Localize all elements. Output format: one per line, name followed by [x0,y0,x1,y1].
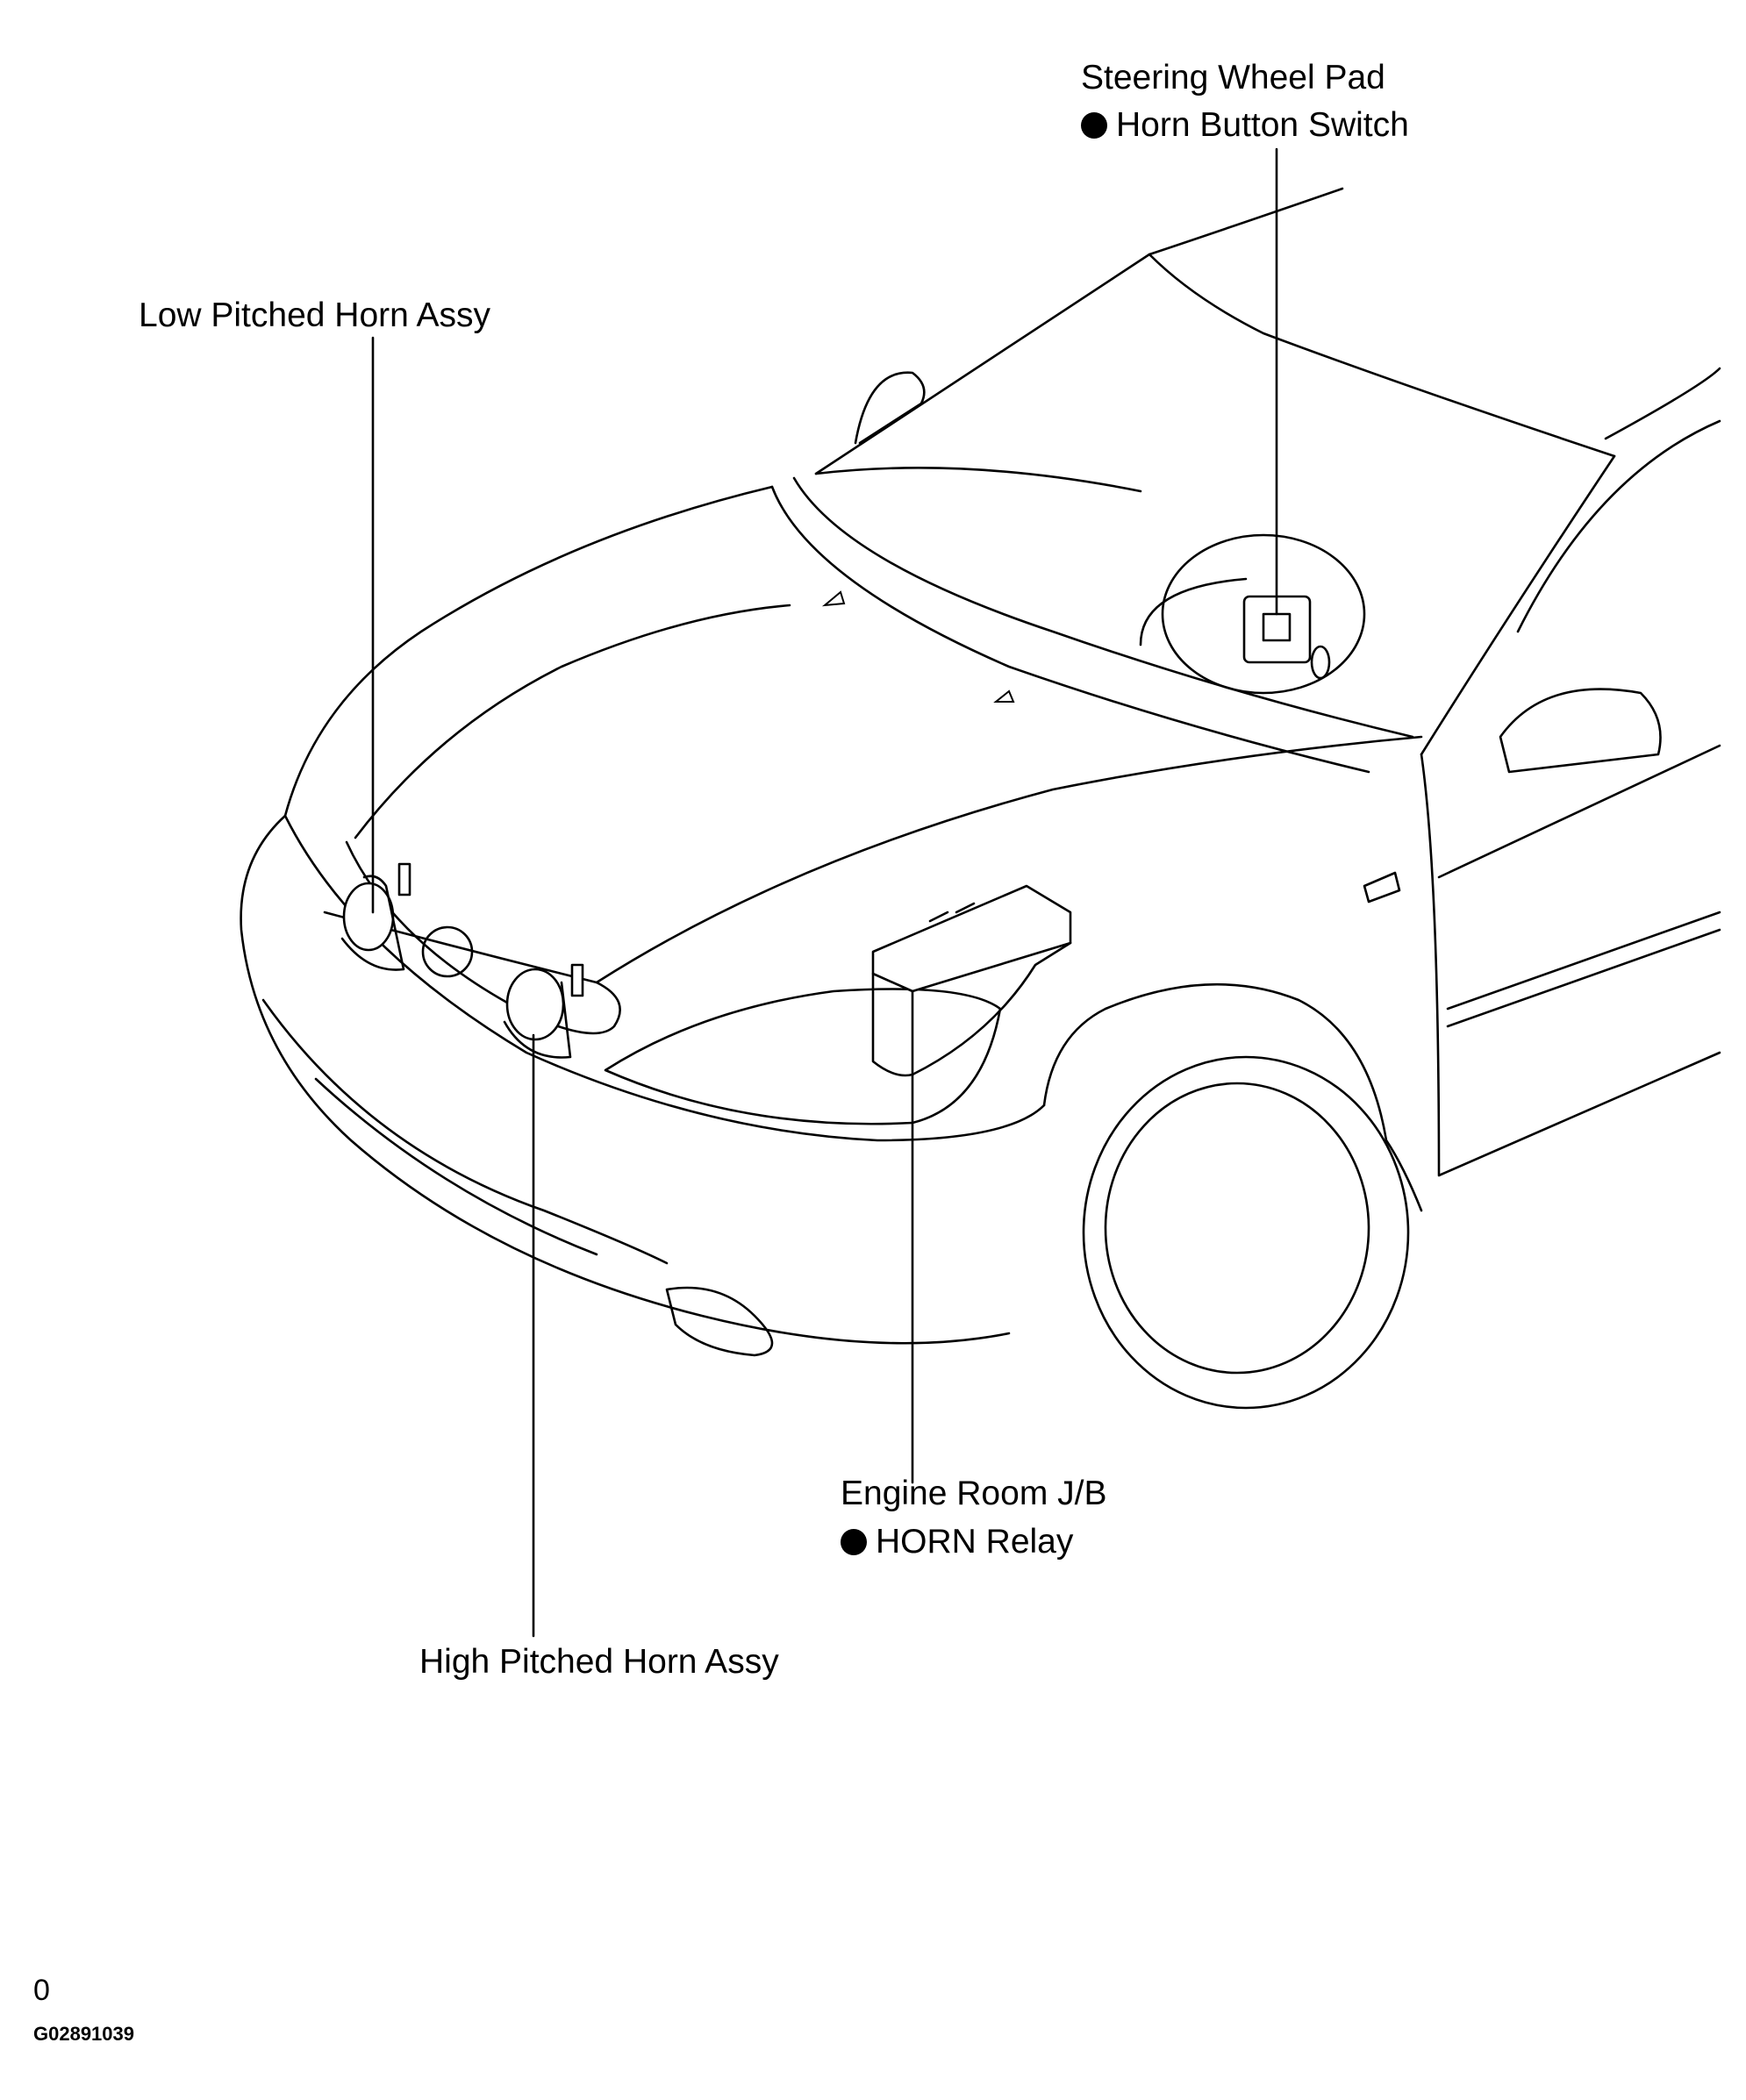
hood-mark-2 [993,689,1015,703]
horn-relay-label: HORN Relay [841,1522,1073,1563]
side-trim [1446,911,1721,1028]
hood-outline [283,485,774,818]
side-body [1420,744,1721,1177]
steering-wheel-drawing [1139,533,1366,695]
roof-line [1148,253,1616,458]
tire-inner [1104,1082,1370,1375]
grille-lower [261,998,669,1265]
lamp-round [421,925,474,978]
horn-relay-text: HORN Relay [876,1523,1074,1561]
hood-mark-1 [821,590,846,607]
low-pitched-horn-label: Low Pitched Horn Assy [139,296,491,334]
figure-code: G02891039 [33,2023,134,2045]
low-horn-drawing [340,862,411,971]
bumper-outline [240,814,1011,1345]
hood-center-crease [354,604,791,839]
windshield-base [792,476,1414,739]
high-pitched-horn-label: High Pitched Horn Assy [419,1643,779,1681]
horn-button-switch-text: Horn Button Switch [1116,106,1409,144]
hood-front-edge [323,735,1423,984]
horn-button-switch-label: Horn Button Switch [1081,105,1409,146]
page-marker: 0 [33,1974,50,2007]
fender-line [1042,982,1423,1212]
fog-lamp [665,1286,774,1357]
bullet-icon [1081,112,1107,139]
door-frame [1516,367,1721,633]
roof-edge [814,187,1344,475]
side-mirror-left [854,371,926,445]
a-pillar [1420,454,1616,756]
side-mirror-right [1499,688,1662,774]
tire-outer [1082,1055,1410,1410]
steering-wheel-pad-label: Steering Wheel Pad [1081,59,1385,96]
cowl-line [770,485,1370,774]
high-horn-drawing [503,963,584,1059]
engine-room-jb-label: Engine Room J/B [841,1475,1107,1512]
windshield-top [814,467,1142,493]
grille-lower-2 [314,1077,598,1256]
side-marker [1363,871,1401,904]
junction-block-drawing [871,884,1072,1077]
bullet-icon [841,1529,867,1555]
